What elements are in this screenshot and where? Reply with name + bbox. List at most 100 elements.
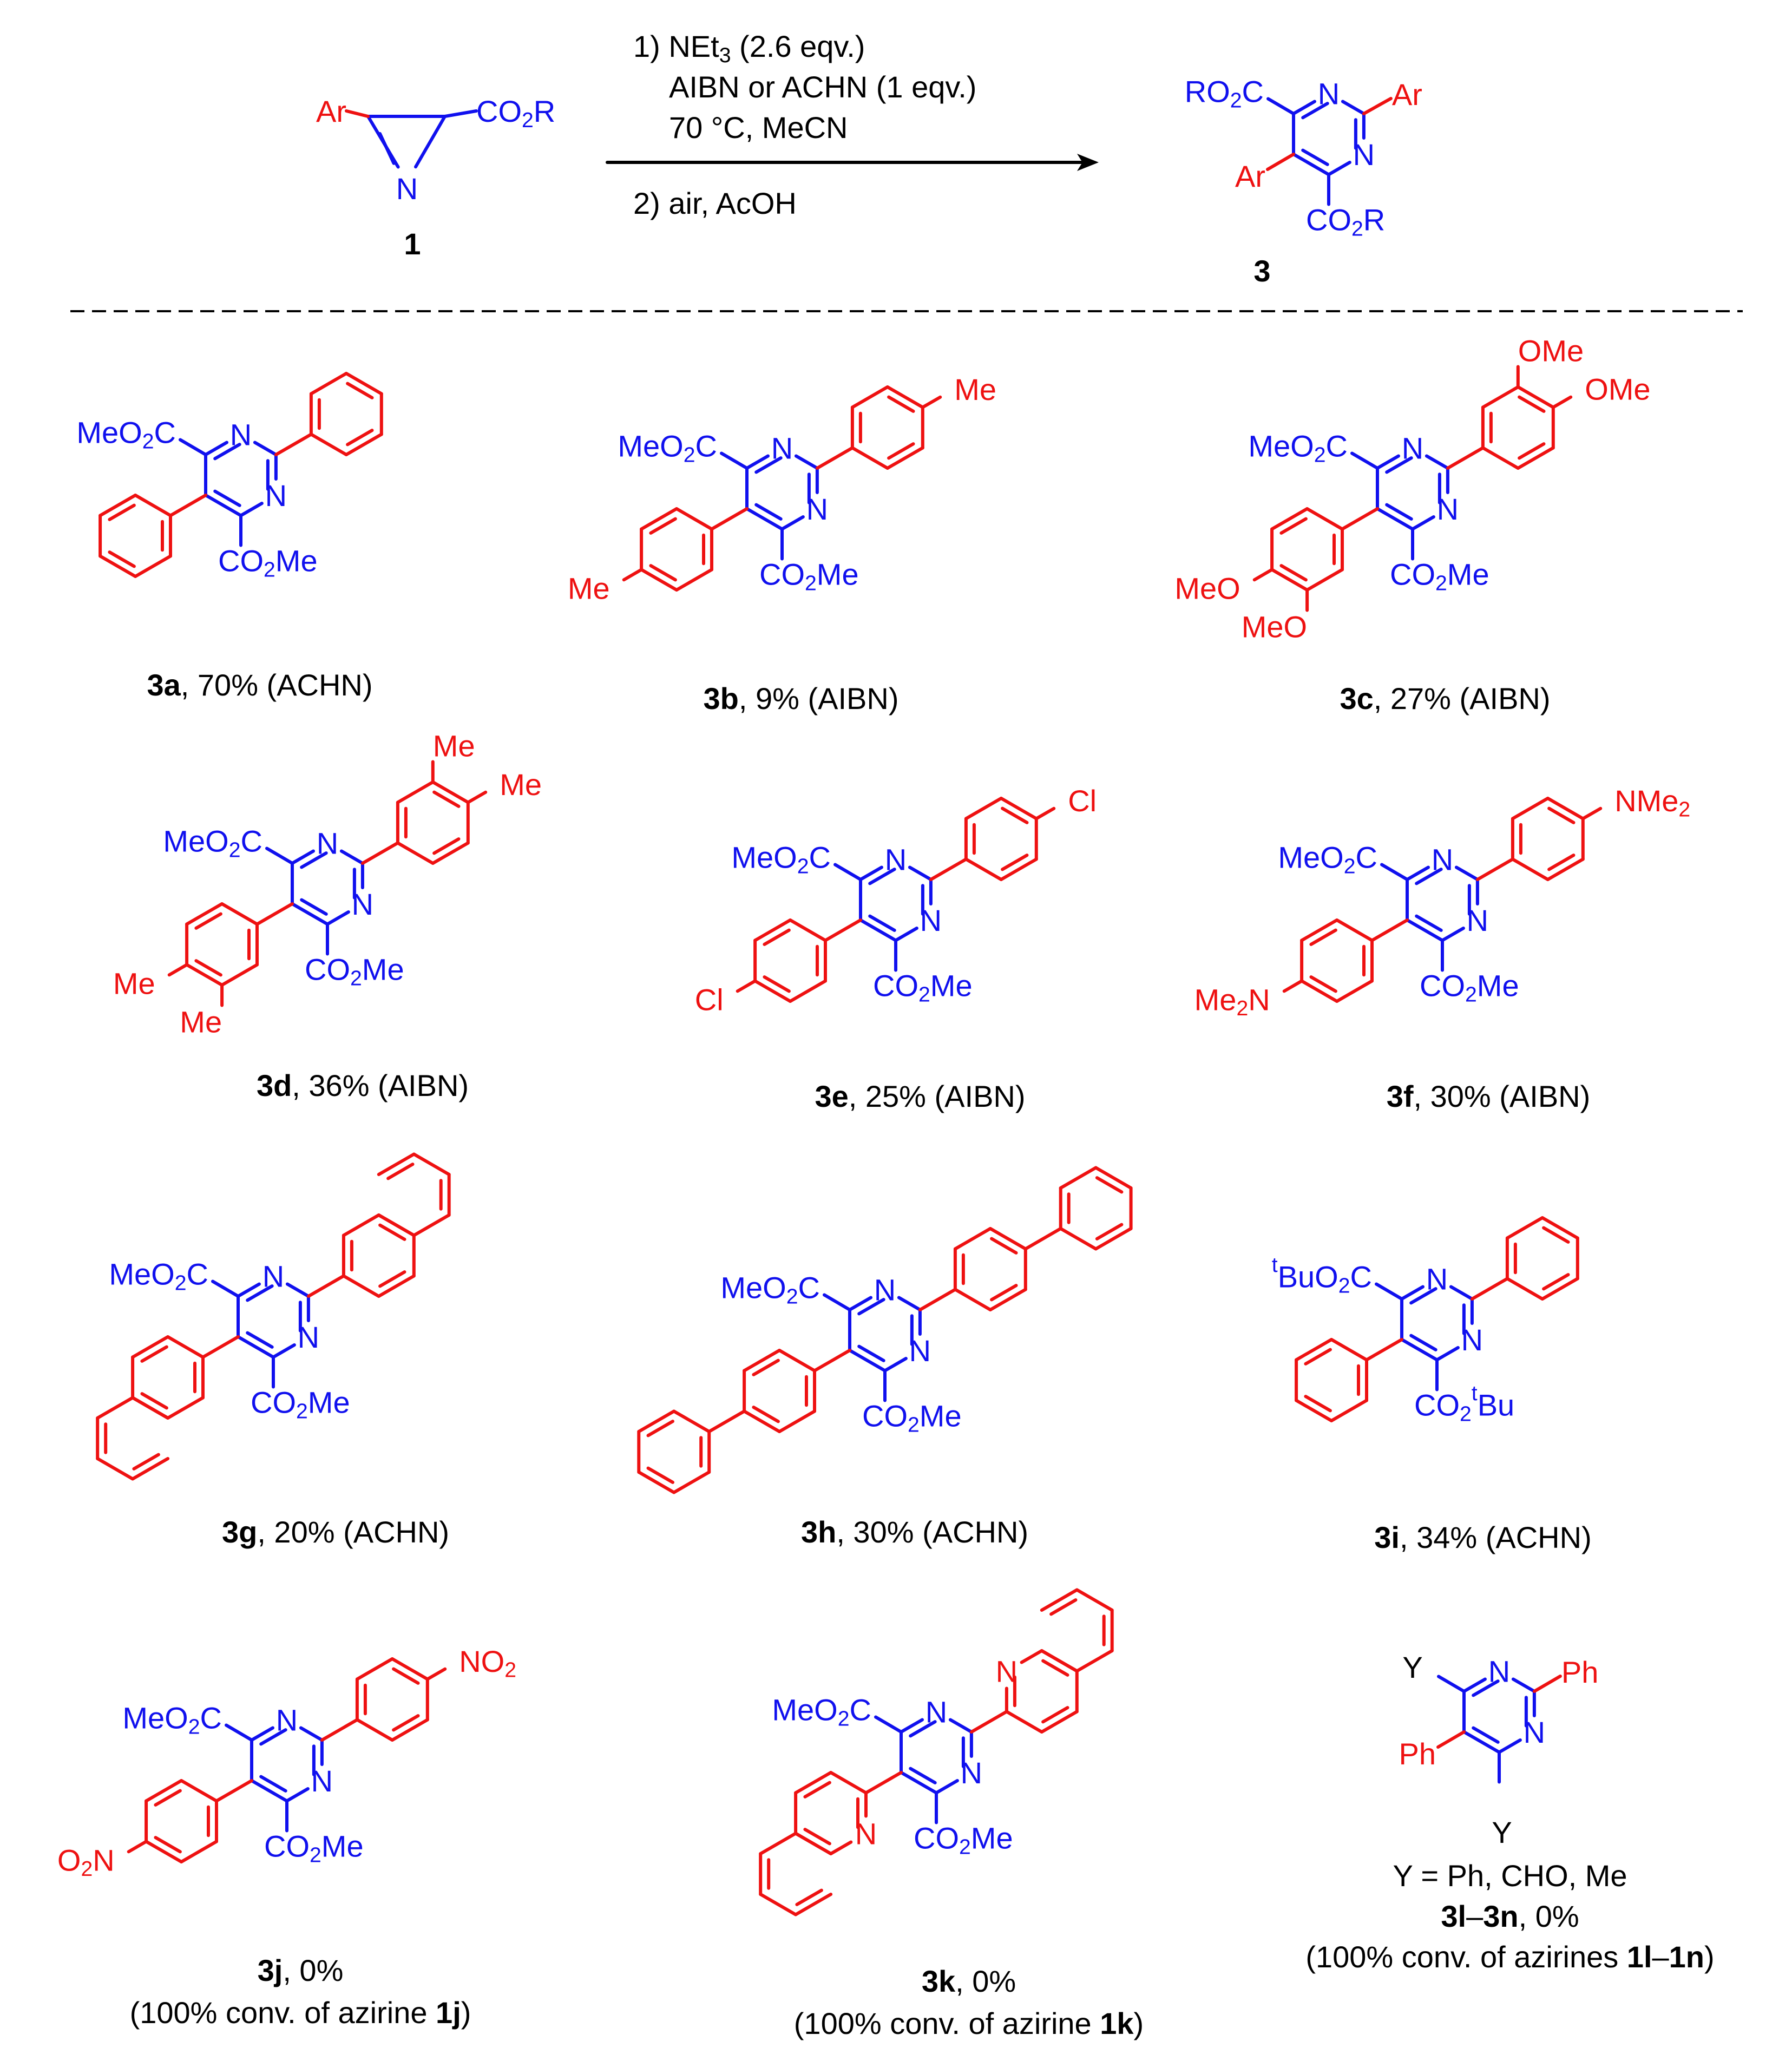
pyrimidine-n: N [1461,1323,1483,1357]
ring-bond [637,1409,676,1433]
pyrimidine-bond [326,910,350,926]
ring-double-bond [1547,806,1576,824]
ring-bond [377,1152,416,1176]
ring-double-bond [108,550,136,568]
ring-bond [377,1213,416,1237]
ring-double-bond [1309,928,1337,946]
pyrimidine-n: N [1402,431,1423,465]
pyrimidine-double-bond [868,868,896,885]
pyrimidine-n: N [961,1756,982,1790]
ring-double-bond [1049,1598,1078,1616]
substituent-me: Me [568,571,610,605]
ring-bond [96,1396,135,1420]
ester-top-label: MeO2C [1248,429,1348,467]
ring-bond [355,1657,394,1681]
aryl-link-bond [1023,1227,1062,1251]
pyrimidine-double-bond [1385,503,1413,521]
ring-double-bond [1518,442,1546,460]
pyrimidine-bond [908,865,933,881]
ring-bond [1295,1338,1334,1362]
ring-bond [99,494,137,517]
pyrimidine-bond [299,1726,324,1742]
pyrimidine-bond [900,1771,938,1795]
ring-bond [1546,857,1585,881]
aryl-link-bond [864,1771,903,1795]
compound-caption: 3l–3n, 0% [1441,1899,1579,1933]
pyrimidine-bond [894,927,918,942]
ring-bond [1300,979,1339,1003]
ring-bond [759,1893,798,1916]
pyrimidine-double-bond [213,489,241,507]
pyrimidine-bond [253,441,278,456]
compound-note: (100% conv. of azirine 1j) [130,1996,471,2030]
ester-bond [833,863,862,881]
pyrimidine-double-bond [1301,148,1329,166]
pyrimidine-n: N [909,1334,931,1368]
ester-bottom-label: CO2Me [873,968,973,1006]
pyrimidine-bond [285,1787,310,1803]
azirine-bond [414,115,447,169]
substituent-me: Me [500,767,542,801]
compound-note: (100% conv. of azirine 1k) [794,2006,1144,2040]
ring-bond [396,841,435,865]
ring-bond [759,1832,798,1855]
pyrimidine-bond [1292,153,1330,176]
ester-top-label: MeO2C [109,1257,208,1295]
substituent-bond [425,1667,447,1681]
ring-double-bond [1304,1395,1332,1413]
pyrimidine-n: N [262,1259,284,1293]
pyrimidine-double-bond [259,1775,287,1793]
ring-bond [342,1274,380,1298]
pyrimidine-bond [794,454,819,470]
ester-top-label: MeO2C [731,840,831,878]
ring-double-bond [194,912,222,930]
ring-bond [355,1718,394,1742]
substituent-bond [1034,806,1056,820]
ring-bond [743,1409,782,1433]
pyrimidine-double-bond [1409,1287,1437,1305]
ring-double-bond [392,1667,420,1685]
pyrimidine-bond [883,1357,908,1373]
aryl-link-bond [215,1779,253,1803]
ring-bond [96,1457,135,1481]
ring-bond [390,1718,429,1742]
ester-bond [265,846,294,865]
ester-bond [1350,451,1379,470]
pyrimidine-double-bond [300,851,328,869]
ring-bond [672,1471,711,1494]
pyrimidine-n: N [920,903,942,937]
ring-bond [964,857,1003,881]
ring-bond [166,1396,205,1420]
ring-bond [1305,568,1344,592]
pyrimidine-n: N [1432,842,1453,876]
ring-double-bond [378,1270,406,1288]
aryl-link-bond [815,446,854,470]
ring-bond [131,1457,170,1481]
ring-bond [1511,857,1550,881]
ring-double-bond [432,837,461,855]
substituent-nme2: NMe2 [1614,783,1690,821]
pyrimidine-bond [897,1296,922,1311]
ring-bond [1094,1227,1133,1251]
pyrimidine-bond [848,1349,887,1373]
ring-bond [789,979,827,1003]
ring-bond [145,1779,183,1803]
ring-bond [1305,507,1344,531]
ring-bond [988,1227,1027,1251]
aryl-link-bond [1475,857,1514,881]
ring-bond [850,446,889,470]
ring-bond [794,1771,833,1795]
ring-bond [412,1152,451,1176]
pyrimidine-bond [237,1282,261,1298]
ester-bottom-label: CO2Me [914,1821,1013,1859]
ring-bond [753,979,792,1003]
ester-top-label: MeO2C [1278,840,1377,878]
pyrimidine-n: N [1488,1654,1510,1688]
pyrimidine-bond [291,902,329,926]
pyrimidine-bond [285,1282,310,1298]
ring-bond [1270,507,1309,531]
pyrimidine-n: N [771,431,793,465]
ring-bond [999,797,1038,820]
ring-bond [1270,568,1309,592]
